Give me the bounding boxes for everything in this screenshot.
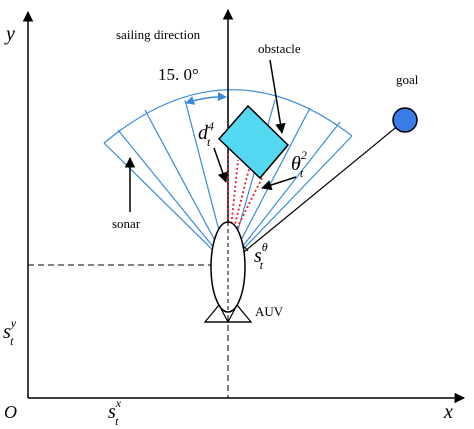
beam-angle-arc bbox=[185, 92, 227, 105]
goal-marker bbox=[392, 107, 418, 133]
obstacle-label: obstacle bbox=[258, 41, 301, 56]
y-axis-label: y bbox=[4, 23, 15, 45]
goal-line bbox=[227, 119, 406, 266]
auv-vehicle bbox=[203, 221, 253, 323]
auv-label: AUV bbox=[255, 304, 284, 319]
goal-label: goal bbox=[396, 72, 419, 87]
theta-arrow bbox=[261, 176, 297, 191]
x-axis-label: x bbox=[443, 401, 453, 423]
beam-angle-label: 15. 0° bbox=[158, 65, 199, 84]
distance-arrow bbox=[213, 147, 228, 183]
sailing-direction-label: sailing direction bbox=[116, 27, 201, 42]
obstacle-shape bbox=[217, 104, 290, 180]
origin-label: O bbox=[4, 402, 17, 422]
range-lines bbox=[227, 152, 263, 229]
sonar-label: sonar bbox=[112, 216, 141, 231]
obstacle-pointer-arrow bbox=[269, 59, 286, 135]
